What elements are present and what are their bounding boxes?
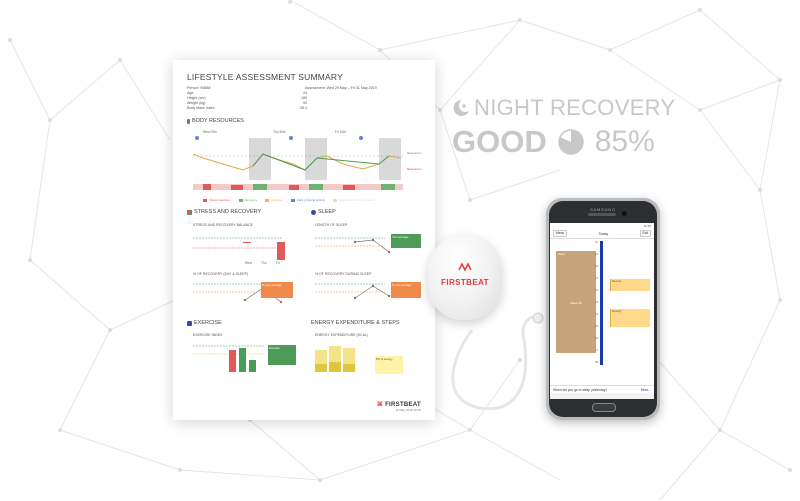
more-link[interactable]: More... [640, 387, 651, 392]
menu-button[interactable]: Menu [553, 230, 568, 237]
recovery-sleep-chart [315, 283, 391, 300]
assessment-period: Assessment: Wed 29 May – Fri 31 May 2019 [305, 86, 377, 90]
sleep-period-block[interactable] [556, 251, 596, 353]
sensor-cable [451, 312, 544, 411]
stress-balance-chart [193, 237, 285, 260]
battery-icon [187, 118, 190, 124]
energy-tag: 8% of energy [375, 356, 403, 374]
home-button[interactable] [592, 403, 616, 412]
body-legend: Stress reactions Recovery Exercise Daily… [203, 198, 374, 202]
app-toolbar: Menu Today Exit [550, 229, 654, 239]
subhead-stress-balance: STRESS AND RECOVERY BALANCE [193, 223, 253, 227]
recovery-tag: % your average [261, 282, 293, 298]
section-stress-recovery: STRESS AND RECOVERY [187, 209, 261, 215]
calendar-event[interactable]: Meeting [610, 279, 650, 291]
lifestyle-report-document: LIFESTYLE ASSESSMENT SUMMARY Person: 908… [173, 60, 435, 420]
phone-screen: 11:35 Menu Today Exit Sleep Sleep 6h 22 … [550, 223, 654, 399]
sleep-tag: Your average [391, 234, 421, 248]
exit-button[interactable]: Exit [639, 230, 651, 237]
sleep-question: When did you go to sleep yesterday? [553, 387, 608, 392]
report-brand: ⌘ FIRSTBEAT [376, 402, 421, 408]
sleep-length-chart [315, 237, 391, 254]
sensor-body [428, 234, 502, 320]
body-resources-chart: Resources Resources [193, 136, 422, 190]
section-exercise: EXERCISE [187, 320, 222, 326]
moon-icon [453, 99, 469, 116]
section-sleep: SLEEP [311, 209, 336, 215]
day-label: Wed 29th [203, 130, 217, 134]
report-title: LIFESTYLE ASSESSMENT SUMMARY [187, 72, 343, 82]
calendar-event[interactable]: Meeting [610, 309, 650, 327]
svg-text:Resources: Resources [407, 167, 422, 171]
svg-text:Resources: Resources [407, 151, 422, 155]
camera-icon [622, 211, 627, 216]
phone-brand: SAMSUNG [590, 207, 616, 212]
sleep-recovery-tag: % your average [391, 282, 421, 298]
report-footer-date: 11 May 2019 10:35 [395, 408, 421, 412]
sensor-brand: FIRSTBEAT [441, 278, 489, 287]
night-shade [379, 138, 401, 180]
sleep-period-tag: Sleep [558, 253, 565, 256]
subhead-energy-expenditure: ENERGY EXPENDITURE (KCAL) [315, 333, 369, 337]
bars-icon [187, 209, 192, 215]
subhead-exercise-index: EXERCISE INDEX [193, 333, 223, 337]
day-label: Fri 31th [335, 130, 346, 134]
sleep-period-label: Sleep 6h [570, 301, 582, 305]
pie-icon [557, 129, 584, 155]
section-body-resources: BODY RESOURCES [187, 118, 244, 124]
date-title: Today [598, 231, 609, 236]
timeline-axis [600, 241, 603, 365]
day-label: Thu 30th [273, 130, 286, 134]
night-shade [249, 138, 271, 180]
firstbeat-sensor: FIRSTBEAT [428, 234, 502, 330]
runner-icon [187, 320, 192, 326]
day-timeline: Sleep Sleep 6h 22 23 00 01 02 03 04 05 0… [550, 239, 654, 385]
exercise-tag: Exercise [268, 345, 296, 365]
sleep-question-bar[interactable]: When did you go to sleep yesterday? More… [550, 385, 654, 393]
recovery-day-chart [193, 283, 288, 304]
moon-icon [311, 209, 316, 215]
subhead-length-sleep: LENGTH OF SLEEP [315, 223, 348, 227]
subhead-recovery-day: % OF RECOVERY (DAY & SLEEP) [193, 272, 249, 276]
subhead-recovery-sleep: % OF RECOVERY DURING SLEEP [315, 272, 372, 276]
activity-bars [193, 184, 403, 190]
energy-chart [315, 346, 355, 372]
night-recovery-value: GOOD 85% [452, 124, 655, 160]
night-recovery-label: NIGHT RECOVERY [452, 95, 675, 121]
section-energy: ENERGY EXPENDITURE & STEPS [311, 320, 400, 326]
firstbeat-logo-icon [458, 262, 472, 272]
night-recovery-percent: 85% [594, 125, 655, 158]
night-recovery-rating: GOOD [452, 124, 547, 159]
status-bar: 11:35 [550, 223, 654, 229]
exercise-chart [193, 345, 265, 372]
